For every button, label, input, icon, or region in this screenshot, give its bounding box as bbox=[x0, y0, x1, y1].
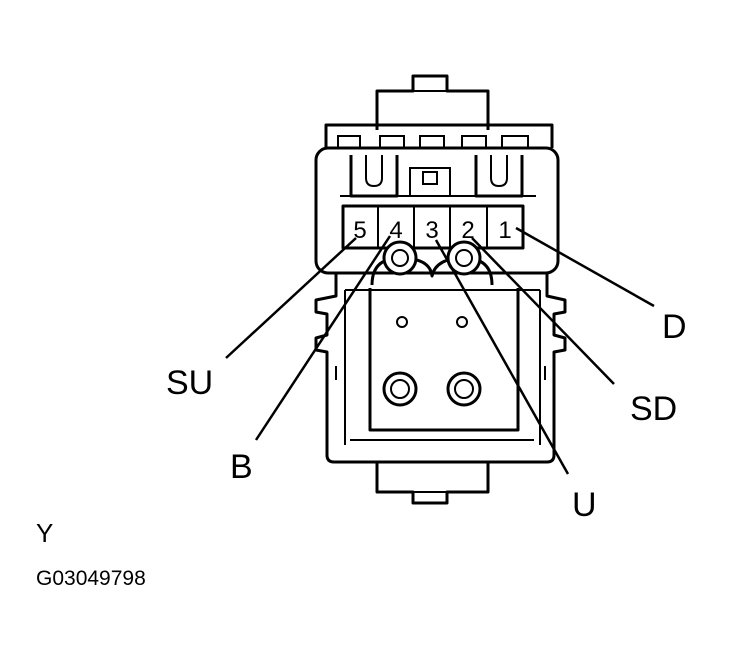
terminal-b-label: B bbox=[230, 448, 253, 486]
top-latch bbox=[375, 74, 490, 130]
guide-bosses bbox=[370, 240, 494, 286]
figure-code: G03049798 bbox=[36, 567, 146, 590]
leader-lines bbox=[225, 226, 655, 475]
terminal-cavity-strip bbox=[341, 204, 525, 250]
pin-2-label: 2 bbox=[461, 217, 474, 244]
pin-4-label: 4 bbox=[389, 217, 402, 244]
pin-5-label: 5 bbox=[353, 217, 366, 244]
terminal-u-label: U bbox=[572, 486, 597, 524]
terminal-sd-label: SD bbox=[630, 390, 677, 428]
terminal-su-label: SU bbox=[166, 364, 213, 402]
connector-housing bbox=[314, 123, 567, 464]
view-label: Y bbox=[36, 518, 53, 548]
pin-3-label: 3 bbox=[425, 217, 438, 244]
pin-1-label: 1 bbox=[498, 217, 511, 244]
switch-face bbox=[350, 288, 534, 441]
terminal-d-label: D bbox=[662, 308, 687, 346]
lock-teeth bbox=[337, 135, 529, 148]
lock-windows bbox=[340, 155, 536, 198]
bottom-latch bbox=[375, 462, 490, 505]
